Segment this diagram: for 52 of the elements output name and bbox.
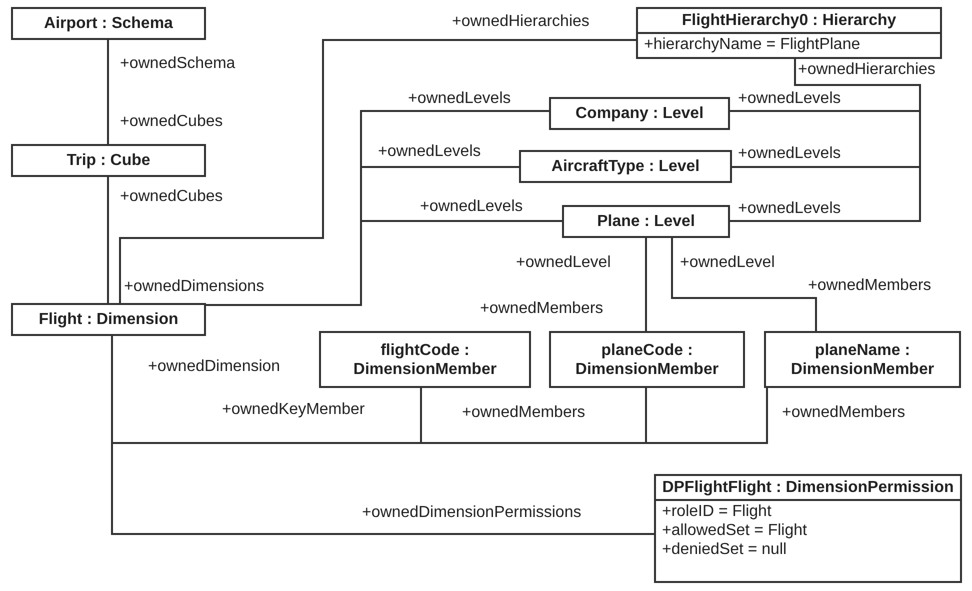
role-label: +ownedDimensions <box>124 277 264 297</box>
role-label: +ownedLevels <box>738 144 841 164</box>
object-name: flightCode : DimensionMember <box>352 340 498 378</box>
role-label: +ownedCubes <box>120 187 223 207</box>
object-name: AircraftType : Level <box>551 157 700 176</box>
role-label: +ownedLevels <box>738 199 841 219</box>
attribute-text: +deniedSet = null <box>662 540 788 559</box>
object-name: Trip : Cube <box>66 151 150 170</box>
attribute-text: +roleID = Flight <box>662 502 772 521</box>
connector-line <box>671 238 817 331</box>
object-name: DPFlightFlight : DimensionPermission <box>662 478 954 497</box>
role-label: +ownedLevel <box>680 253 775 273</box>
object-name: planeName : DimensionMember <box>790 340 936 378</box>
class-box <box>549 97 730 130</box>
role-label: +ownedLevel <box>516 253 611 273</box>
class-box <box>636 7 942 59</box>
attribute-text: +hierarchyName = FlightPlane <box>644 35 862 54</box>
object-name: Company : Level <box>575 104 704 123</box>
role-label: +ownedCubes <box>120 112 223 132</box>
class-box <box>562 205 730 238</box>
role-label: +ownedHierarchies <box>798 60 936 80</box>
role-label: +ownedHierarchies <box>452 12 590 32</box>
class-box <box>654 474 962 583</box>
role-label: +ownedLevels <box>378 142 481 162</box>
object-name: Plane : Level <box>597 212 695 231</box>
object-name: Airport : Schema <box>44 14 173 33</box>
attribute-text: +allowedSet = Flight <box>662 521 808 540</box>
class-box <box>319 331 531 388</box>
object-name: planeCode : DimensionMember <box>574 340 720 378</box>
role-label: +ownedLevels <box>738 89 841 109</box>
class-box <box>519 150 732 183</box>
role-label: +ownedDimensionPermissions <box>362 503 582 523</box>
class-box <box>11 303 206 336</box>
class-box <box>11 144 206 177</box>
connector-line <box>645 238 647 331</box>
role-label: +ownedLevels <box>420 197 523 217</box>
connector-line <box>107 177 109 303</box>
role-label: +ownedLevels <box>408 89 511 109</box>
class-box <box>764 331 961 388</box>
connector-line <box>119 39 636 303</box>
role-label: +ownedMembers <box>480 299 604 319</box>
role-label: +ownedDimension <box>148 357 280 377</box>
connector-line <box>107 40 109 144</box>
role-label: +ownedMembers <box>782 403 906 423</box>
class-box <box>549 331 745 388</box>
object-name: FlightHierarchy0 : Hierarchy <box>682 11 896 30</box>
object-name: Flight : Dimension <box>38 310 178 329</box>
role-label: +ownedMembers <box>808 276 932 296</box>
role-label: +ownedSchema <box>120 54 236 74</box>
role-label: +ownedMembers <box>462 403 586 423</box>
class-box <box>11 7 206 40</box>
role-label: +ownedKeyMember <box>222 400 365 420</box>
